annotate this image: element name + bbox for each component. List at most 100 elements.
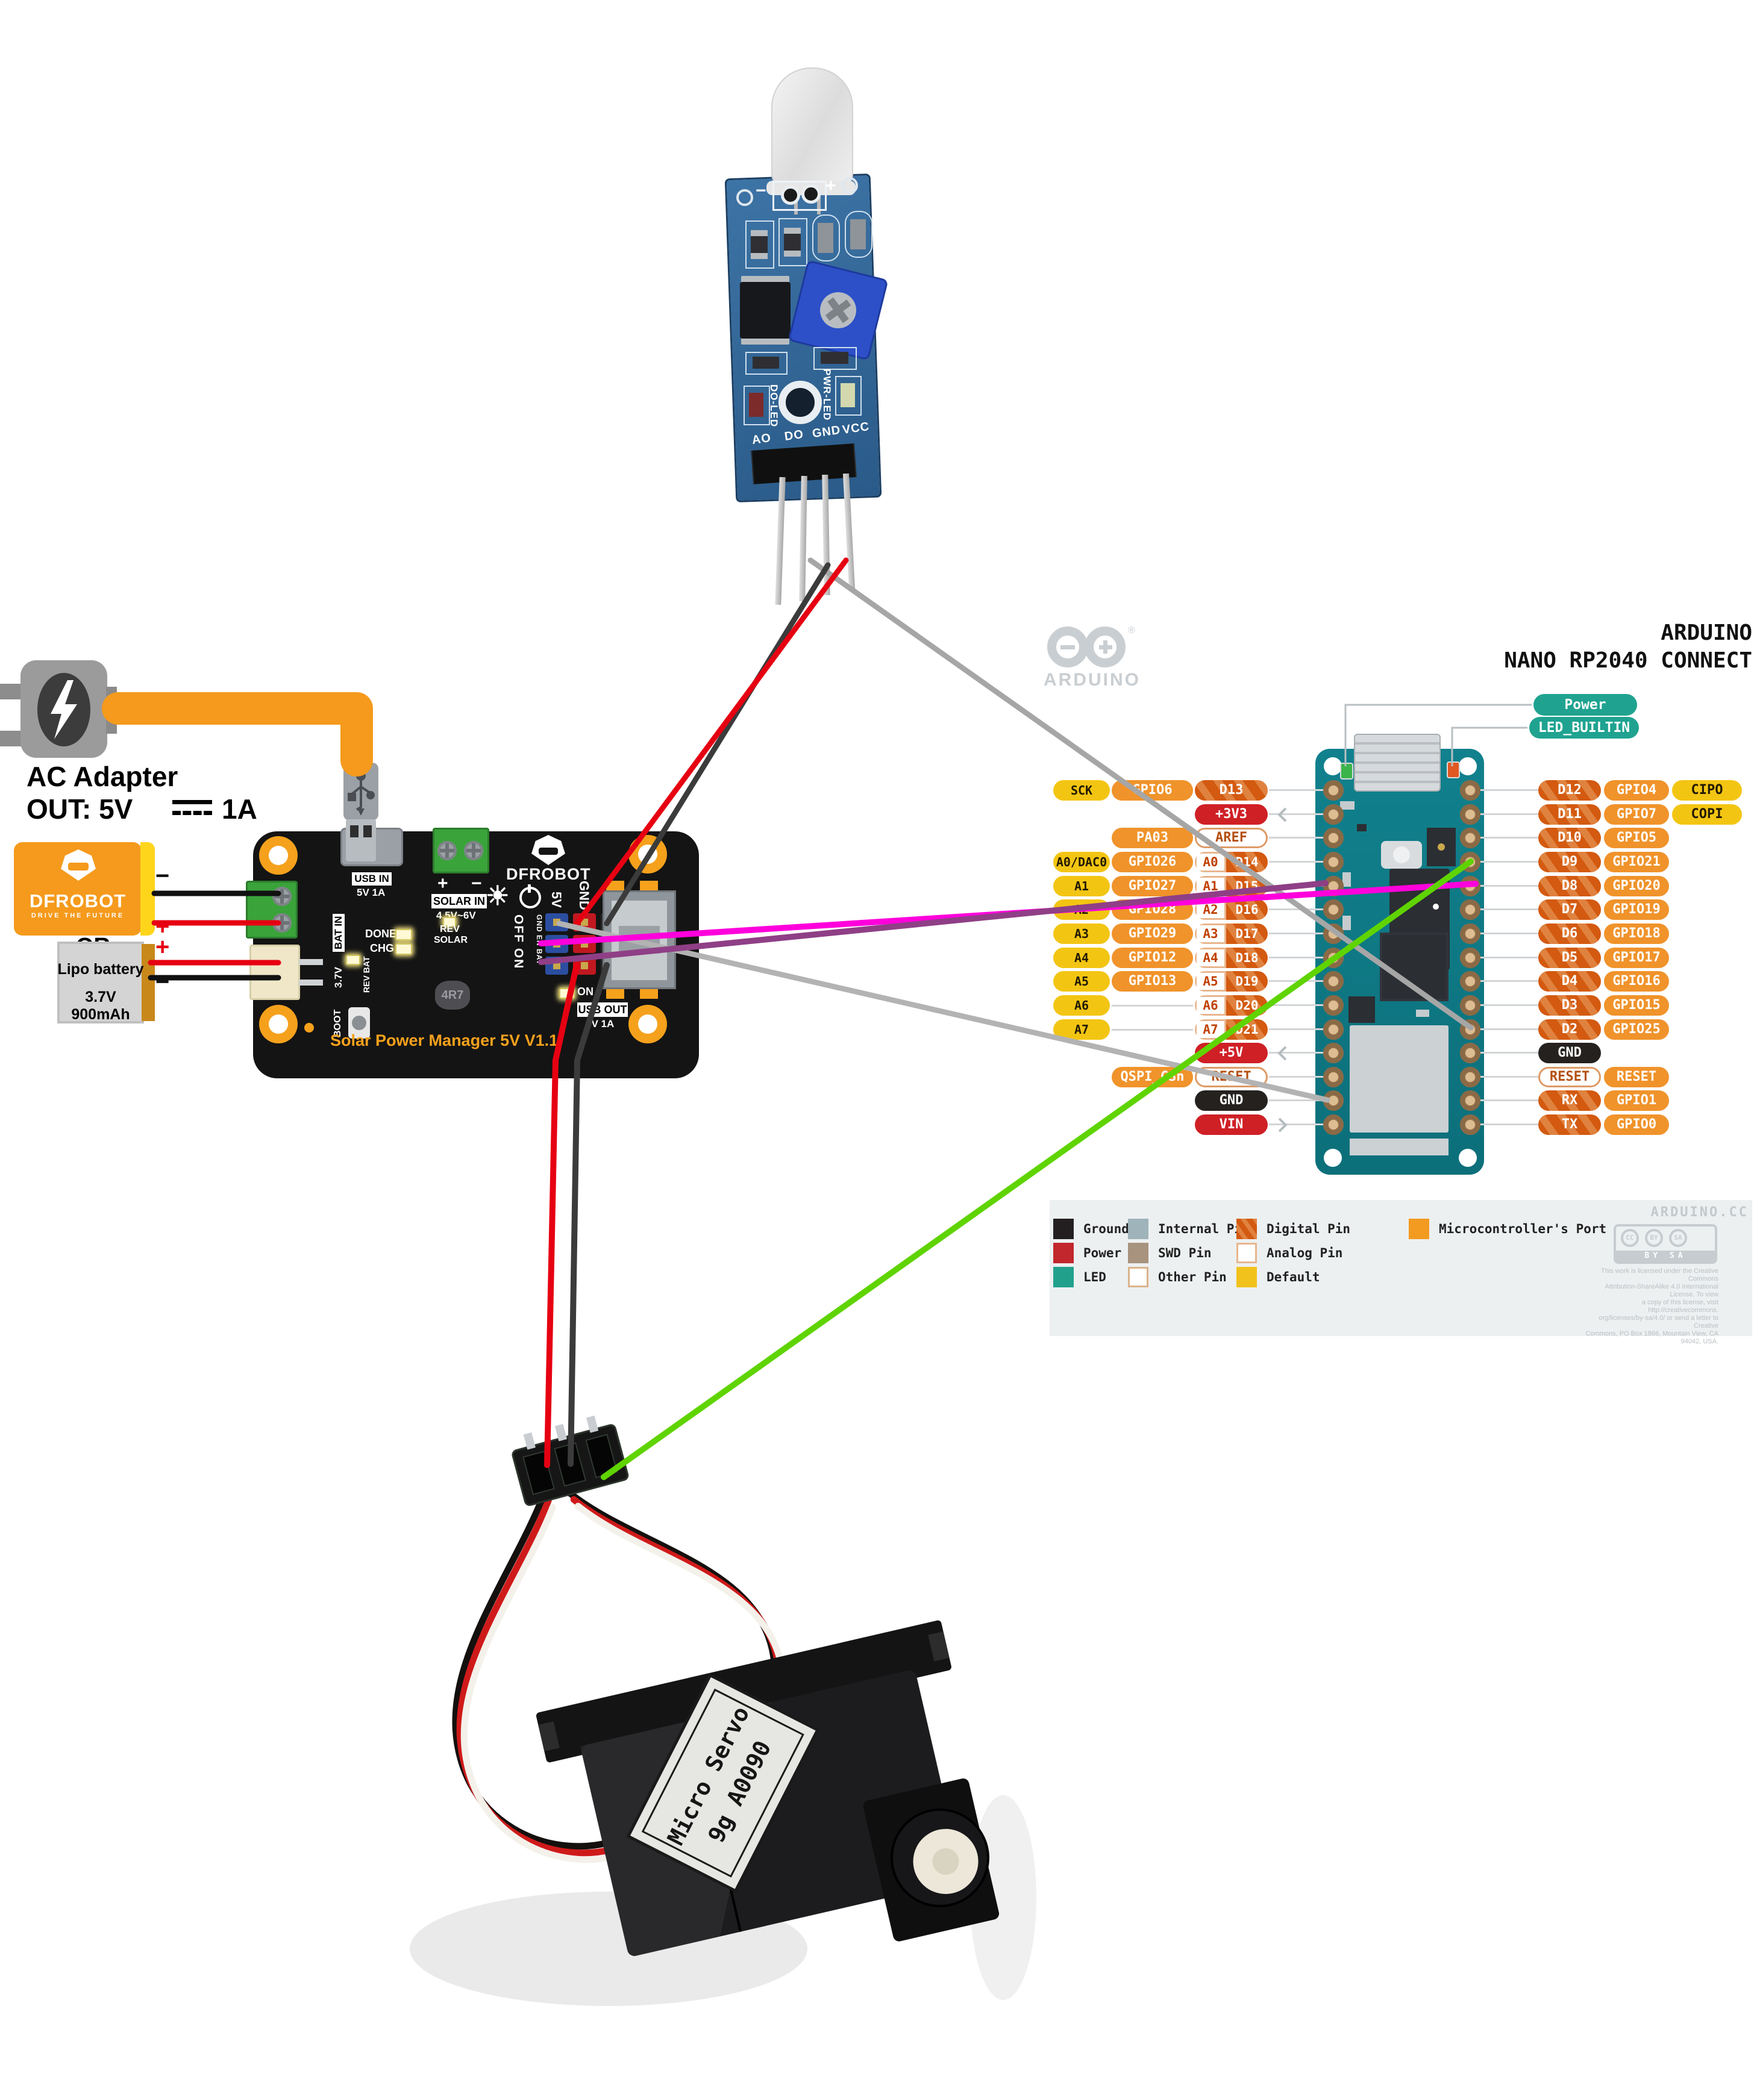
passive-component: [1348, 996, 1375, 1023]
gpio-label: GPIO1: [1604, 1090, 1669, 1111]
bat-in-label: BAT IN: [333, 913, 345, 952]
gpio-label: GPIO5: [1604, 828, 1669, 849]
pin-leader-line: [1474, 1099, 1541, 1102]
legend-item-label: LED: [1083, 1270, 1106, 1284]
pin-name-label: D9: [1538, 851, 1601, 872]
pin-name-label: +3V3: [1195, 804, 1268, 825]
servo-body: [581, 1670, 962, 1956]
license-line: Commons, PO Box 1866, Mountain View, CA …: [1585, 1330, 1718, 1345]
gpio-label: GPIO6: [1112, 780, 1193, 801]
bat-voltage-label: 3.7V: [333, 967, 344, 988]
board-hole: [1459, 757, 1477, 775]
servo-screw-slot: [928, 1631, 950, 1661]
sensor-mount-hole: [778, 381, 822, 424]
lipo-battery: Lipo battery 3.7V 900mAh: [57, 942, 155, 1023]
gpio-label: PA03: [1112, 828, 1193, 849]
solder-pad: [781, 186, 800, 205]
power-icon: [519, 884, 541, 908]
digital-pin-label: D18: [1226, 947, 1268, 968]
legend-item: Power: [1053, 1242, 1121, 1264]
rp2040-chip: [1380, 933, 1449, 1001]
digital-pin-label: D19: [1226, 971, 1268, 992]
pin-name-label: +5V: [1195, 1043, 1268, 1064]
servo-connector: [512, 1415, 629, 1506]
bat-terminal-block: [246, 881, 298, 939]
smd-outline: [812, 214, 840, 261]
servo-cable: [456, 1497, 680, 1857]
jst-pin: [299, 959, 323, 965]
antenna-strip: [1350, 1139, 1449, 1155]
pin-leader-line: [1474, 1075, 1541, 1078]
board-pad: [1323, 995, 1344, 1016]
legend-item-label: Other Pin: [1158, 1270, 1227, 1284]
mems-mic: [1427, 828, 1456, 866]
sensor-minus: −: [756, 181, 766, 201]
reset-button[interactable]: [1381, 841, 1422, 869]
pin-name-label: D5: [1538, 947, 1601, 968]
pm-header-pin[interactable]: [545, 935, 568, 953]
terminal-screw: [272, 887, 292, 906]
board-pad: [1323, 851, 1344, 872]
pwr-led-label: PWR-LED: [821, 369, 833, 421]
gpio-label: GPIO17: [1604, 947, 1669, 968]
rev-bat-led: [346, 955, 360, 965]
pin-function-label: A4: [1053, 947, 1110, 968]
led-leg: [794, 194, 798, 214]
pm-header-pin[interactable]: [573, 957, 596, 975]
usb-plug-shaft: [346, 819, 376, 861]
pm-header-pin[interactable]: [545, 913, 568, 931]
usb-out-rating: 5V 1A: [586, 1018, 615, 1030]
leader-arrow: [1277, 1046, 1292, 1061]
gpio-label: GPIO27: [1112, 875, 1193, 896]
usb-a-pad: [606, 881, 624, 890]
servo-cable: [570, 1496, 783, 1768]
pin-row-right: GND: [1538, 1043, 1757, 1064]
analog-pin-label: A1: [1195, 875, 1226, 896]
board-pad: [1323, 875, 1344, 896]
pcb-dot: [304, 1023, 314, 1033]
gpio-label: GPIO18: [1604, 923, 1669, 944]
polarity-mark: +: [155, 913, 170, 940]
board-name: Solar Power Manager 5V V1.1: [330, 1031, 559, 1049]
polarity-mark: −: [155, 969, 170, 995]
cc-badge-circle: CC: [1621, 1229, 1639, 1247]
passive-component: [1342, 872, 1351, 887]
pin-name-label: VIN: [1195, 1114, 1268, 1136]
hdr-5v-label: 5V: [549, 892, 564, 908]
arduino-cc-label: ARDUINO.CC: [1650, 1205, 1749, 1220]
battery-tagline: DRIVE THE FUTURE: [31, 912, 125, 919]
cc-badge-circle: BY: [1645, 1229, 1663, 1247]
connector-slot: [522, 1451, 555, 1495]
pin-row-left: GND: [1053, 1090, 1268, 1111]
adapter-title: AC Adapter: [27, 761, 178, 792]
pm-header-pin[interactable]: [573, 913, 596, 931]
swd-swatch: [1128, 1243, 1148, 1263]
pm-header-pin[interactable]: [545, 957, 568, 975]
servo-cable: [566, 1489, 778, 1761]
boot-button: [348, 1007, 370, 1039]
legend-item-label: SWD Pin: [1158, 1246, 1212, 1260]
digital-pin-label: D15: [1226, 875, 1268, 896]
servo-label-inner-frame: [641, 1689, 804, 1878]
servo-cable: [452, 1490, 675, 1850]
legend-item-label: Analog Pin: [1267, 1246, 1343, 1260]
usb-trident-icon: [348, 771, 375, 816]
smd-outline: [778, 218, 807, 266]
board-pad: [1323, 947, 1344, 968]
smd-outline: [745, 220, 774, 269]
builtin-led: [1447, 761, 1460, 778]
pm-header-pin[interactable]: [573, 935, 596, 953]
connector-slot: [585, 1434, 618, 1478]
pin-label-spacer: [1112, 1019, 1193, 1040]
